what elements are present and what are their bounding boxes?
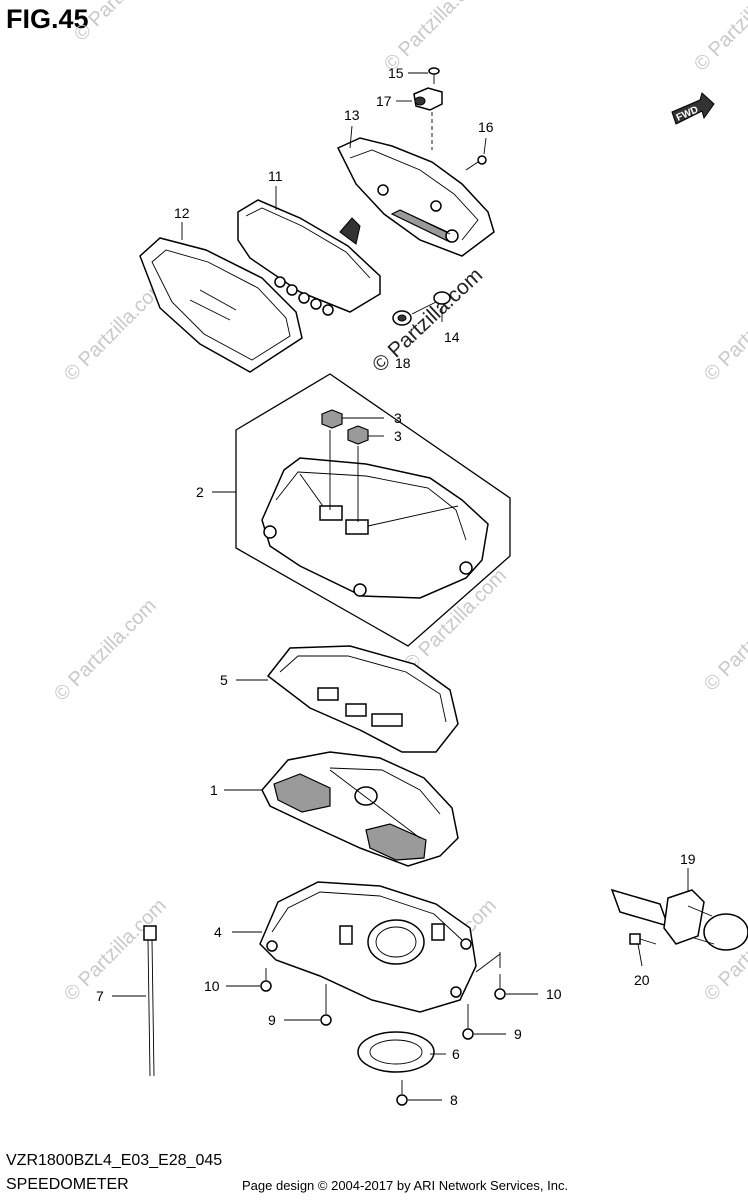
bolt-20-drawing bbox=[629, 933, 657, 945]
callout-9-right: 9 bbox=[514, 1026, 522, 1042]
bolt-14-drawing bbox=[411, 291, 451, 315]
callout-19: 19 bbox=[680, 851, 696, 867]
screw-15-drawing bbox=[428, 67, 440, 84]
callout-6: 6 bbox=[452, 1046, 460, 1062]
fwd-arrow-icon: FWD bbox=[671, 92, 715, 125]
callout-1: 1 bbox=[210, 782, 218, 798]
cover-plate-6-drawing bbox=[357, 1031, 435, 1073]
callout-15: 15 bbox=[388, 65, 404, 81]
callout-4: 4 bbox=[214, 924, 222, 940]
callout-2: 2 bbox=[196, 484, 204, 500]
grommet-18-drawing bbox=[392, 310, 412, 326]
screw-16-drawing bbox=[465, 155, 487, 171]
screw-10-right-drawing bbox=[494, 974, 506, 1000]
callout-7: 7 bbox=[96, 988, 104, 1004]
callout-13: 13 bbox=[344, 107, 360, 123]
fwd-badge-label: FWD bbox=[675, 104, 700, 123]
screw-9-left-drawing bbox=[320, 984, 332, 1026]
indicator-housing-11-drawing bbox=[237, 199, 381, 316]
bracket-13-drawing bbox=[336, 137, 495, 257]
footer-note: Page design © 2004-2017 by ARI Network S… bbox=[242, 1178, 569, 1193]
callout-5: 5 bbox=[220, 672, 228, 688]
callout-18: 18 bbox=[395, 355, 411, 371]
screw-8-drawing bbox=[396, 1080, 408, 1106]
lens-5-drawing bbox=[266, 645, 459, 753]
upper-case-2-drawing bbox=[261, 430, 489, 599]
rubber-cushion-3-drawing bbox=[321, 409, 369, 445]
callout-3-upper: 3 bbox=[394, 410, 402, 426]
indicator-lens-12-drawing bbox=[139, 237, 303, 373]
model-code: VZR1800BZL4_E03_E28_045 bbox=[6, 1152, 223, 1169]
speedometer-assembly-1-drawing bbox=[261, 751, 459, 867]
lower-case-4-drawing bbox=[259, 881, 477, 1013]
callout-16: 16 bbox=[478, 119, 494, 135]
callout-10-left: 10 bbox=[204, 978, 220, 994]
clamp-17-drawing bbox=[413, 87, 443, 111]
fig-title: FIG.45 bbox=[6, 4, 89, 34]
callout-14: 14 bbox=[444, 329, 460, 345]
callout-9-left: 9 bbox=[268, 1012, 276, 1028]
callout-10-right: 10 bbox=[546, 986, 562, 1002]
callout-12: 12 bbox=[174, 205, 190, 221]
cable-tie-7-drawing bbox=[143, 925, 157, 1077]
speed-sensor-19-drawing bbox=[610, 888, 748, 951]
callout-3-lower: 3 bbox=[394, 428, 402, 444]
callout-17: 17 bbox=[376, 93, 392, 109]
section-name: SPEEDOMETER bbox=[6, 1176, 129, 1193]
screw-9-right-drawing bbox=[462, 1004, 474, 1040]
callout-8: 8 bbox=[450, 1092, 458, 1108]
callout-20: 20 bbox=[634, 972, 650, 988]
screw-10-left-drawing bbox=[260, 968, 272, 992]
callout-11: 11 bbox=[268, 168, 283, 184]
